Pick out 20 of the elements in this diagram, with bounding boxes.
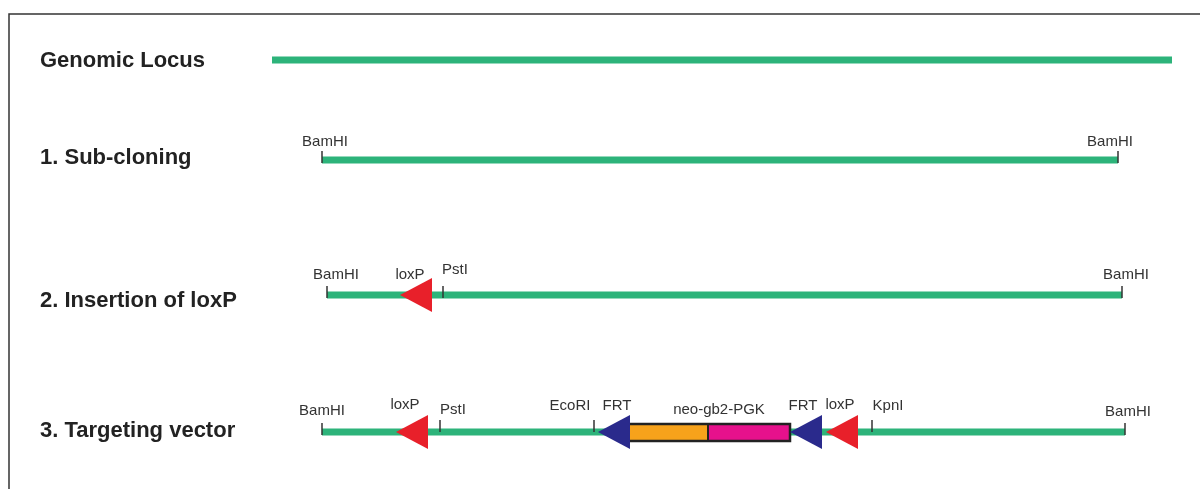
site-label: BamHI — [302, 132, 348, 148]
site-label: loxP — [390, 395, 420, 411]
site-label: BamHI — [313, 265, 359, 281]
site-label: BamHI — [299, 401, 345, 417]
site-label: BamHI — [1105, 402, 1151, 418]
row-heading: 1. Sub-cloning — [40, 146, 192, 168]
site-label: PstI — [440, 400, 466, 416]
site-label: neo-gb2-PGK — [673, 400, 765, 416]
site-label: BamHI — [1087, 132, 1133, 148]
site-label: EcoRI — [549, 396, 591, 412]
row-heading: Genomic Locus — [40, 49, 206, 71]
site-label: FRT — [788, 396, 818, 412]
site-label: FRT — [602, 396, 632, 412]
site-label: loxP — [395, 265, 425, 281]
row-heading: 2. Insertion of loxP — [40, 289, 237, 311]
site-label: BamHI — [1103, 265, 1149, 281]
site-label: loxP — [825, 395, 855, 411]
site-label: KpnI — [872, 396, 904, 412]
site-label: PstI — [442, 260, 468, 276]
row-heading: 3. Targeting vector — [40, 419, 236, 441]
